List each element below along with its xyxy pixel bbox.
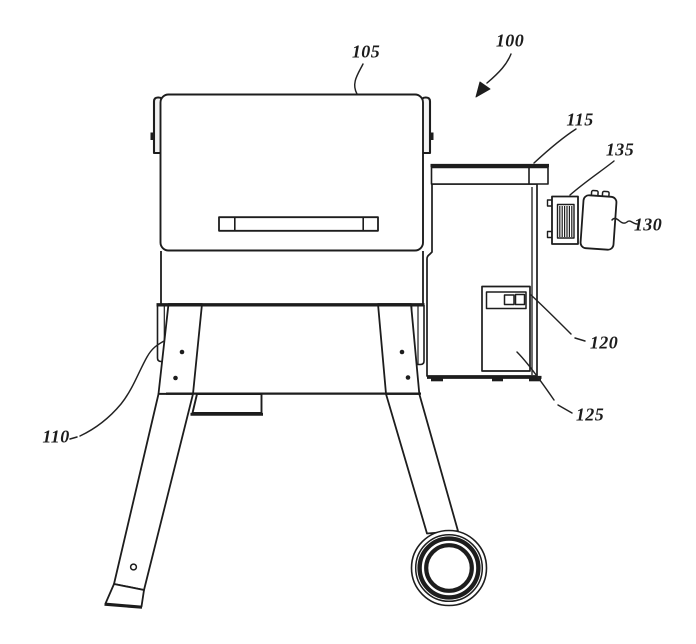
leader-lines — [69, 53, 638, 440]
ref-label-100: 100 — [495, 30, 525, 51]
ref-label-110: 110 — [42, 426, 70, 447]
hopper-lid — [430, 163, 549, 185]
cart-legs — [104, 303, 459, 609]
ref-label-115: 115 — [566, 109, 594, 130]
ref-label-130: 130 — [633, 214, 663, 235]
ref-label-120: 120 — [589, 332, 619, 353]
cross-bracket — [191, 393, 263, 414]
grill-body — [156, 251, 425, 307]
grill-lid — [150, 93, 434, 252]
ref-label-125: 125 — [575, 404, 605, 425]
arrowhead-100 — [475, 81, 491, 98]
wheel — [410, 529, 488, 607]
display-window — [503, 294, 515, 306]
ref-label-105: 105 — [351, 41, 381, 62]
lid-handle — [218, 216, 379, 232]
side-bracket — [546, 195, 579, 245]
pellet-canister — [579, 189, 618, 251]
ref-label-135: 135 — [605, 139, 635, 160]
display-window — [514, 293, 526, 306]
leg-rivets — [173, 349, 411, 381]
